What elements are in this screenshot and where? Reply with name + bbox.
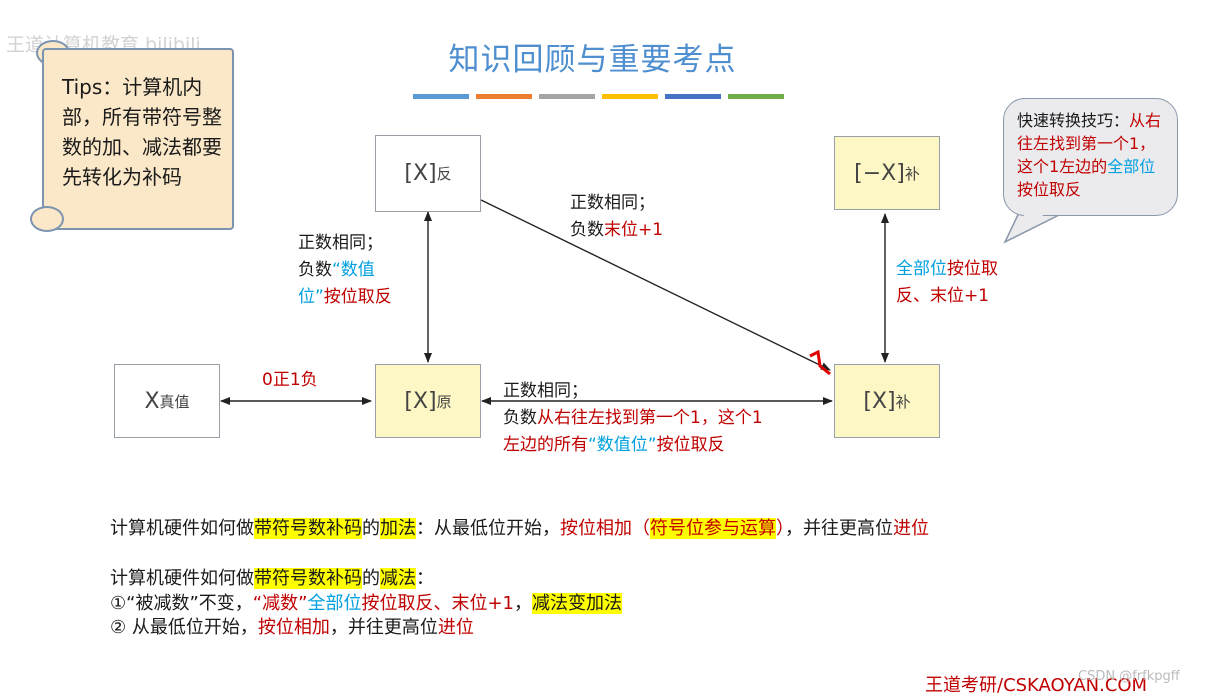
node-complement: [X]补 bbox=[834, 364, 940, 438]
csdn-watermark: CSDN @frfkpgff bbox=[1078, 669, 1180, 684]
node-original: [X]原 bbox=[375, 364, 481, 438]
page-title: 知识回顾与重要考点 bbox=[448, 42, 737, 78]
scroll-curl-bottom bbox=[30, 206, 64, 232]
red-pen-mark bbox=[809, 349, 831, 376]
node-neg-complement: [−X]补 bbox=[834, 136, 940, 210]
tips-scroll bbox=[42, 48, 234, 230]
arrow-inverse-complement bbox=[480, 199, 831, 371]
label-complement-negcomplement: 全部位按位取 反、末位+1 bbox=[896, 259, 998, 306]
label-truth-original: 0正1负 bbox=[262, 370, 318, 390]
title-bar-4 bbox=[602, 94, 658, 99]
subtraction-step-1: ①“被减数”不变，“减数”全部位按位取反、末位+1，减法变加法 bbox=[110, 593, 622, 614]
callout-text: 快速转换技巧：从右往左找到第一个1，这个1左边的全部位按位取反 bbox=[1017, 111, 1162, 199]
subtraction-line: 计算机硬件如何做带符号数补码的减法： bbox=[110, 568, 434, 589]
subtraction-step-2: ② 从最低位开始，按位相加，并往更高位进位 bbox=[110, 617, 474, 638]
node-inverse: [X]反 bbox=[375, 135, 481, 212]
footer-brand: 王道考研/CSKAOYAN.COM bbox=[925, 675, 1148, 696]
title-bar-5 bbox=[665, 94, 721, 99]
addition-line: 计算机硬件如何做带符号数补码的加法：从最低位开始，按位相加（符号位参与运算），并… bbox=[110, 518, 929, 539]
label-original-complement: 正数相同； 负数从右往左找到第一个1，这个1 左边的所有“数值位”按位取反 bbox=[503, 381, 763, 455]
tips-text: Tips：计算机内部，所有带符号整数的加、减法都要先转化为补码 bbox=[62, 75, 222, 189]
label-inverse-complement: 正数相同； 负数末位+1 bbox=[570, 193, 664, 240]
title-bar-6 bbox=[728, 94, 784, 99]
title-bar-2 bbox=[476, 94, 532, 99]
label-original-inverse: 正数相同； 负数“数值 位”按位取反 bbox=[298, 233, 392, 307]
title-bar-1 bbox=[413, 94, 469, 99]
title-bar-3 bbox=[539, 94, 595, 99]
callout-box bbox=[1003, 98, 1178, 216]
